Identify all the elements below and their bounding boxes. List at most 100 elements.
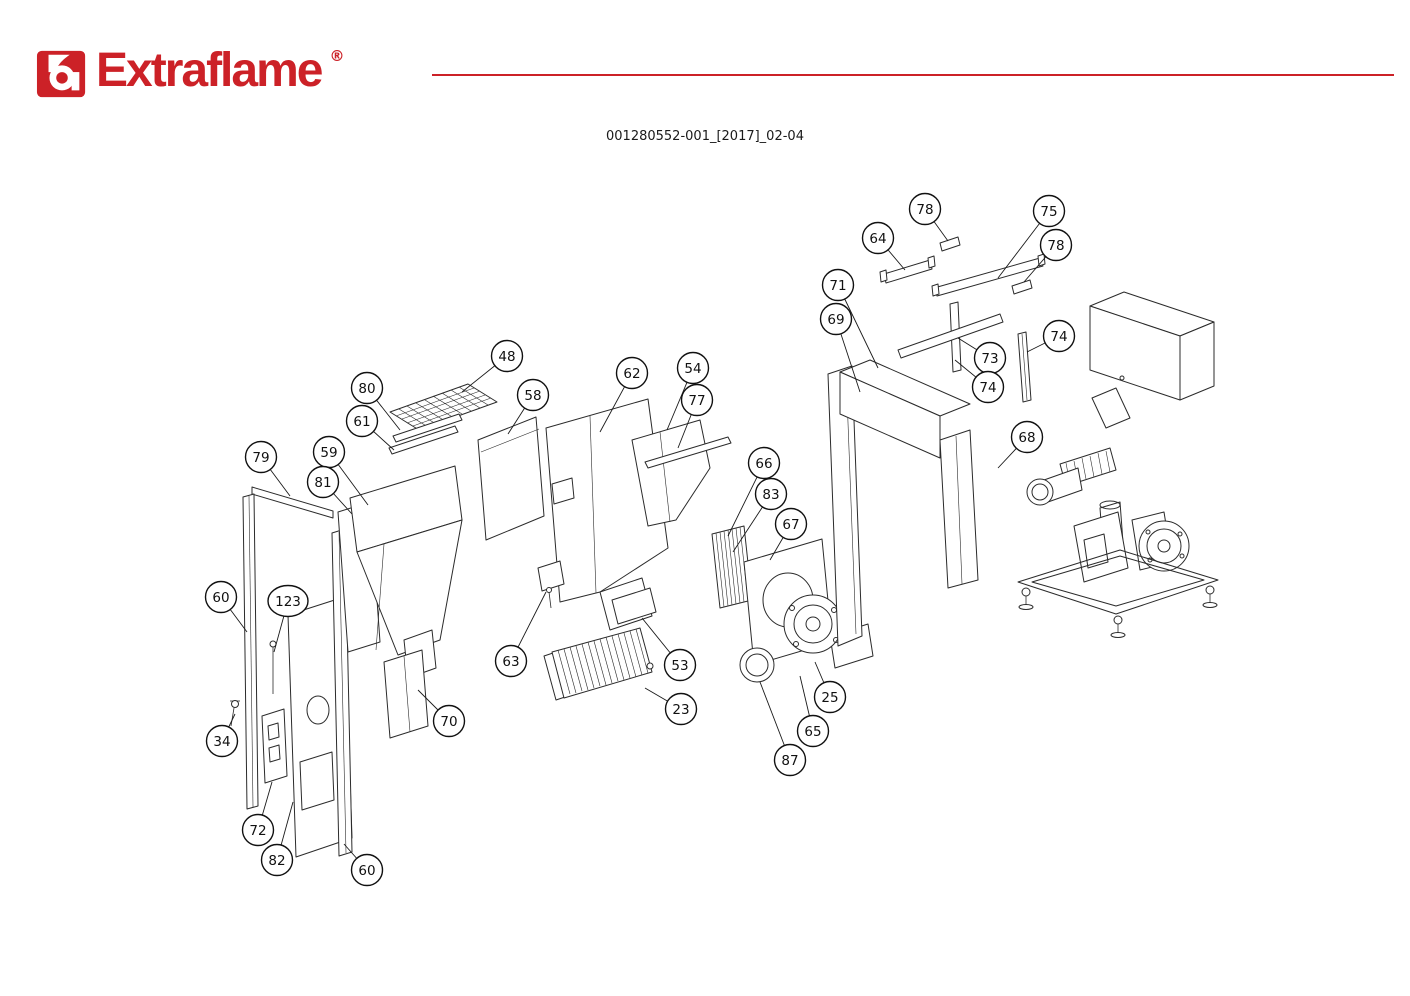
callout-circle-23 (664, 692, 698, 726)
funnel-and-strip-54-77 (631, 419, 732, 527)
callout-circle-79 (244, 440, 278, 474)
callout-number-65: 65 (804, 724, 821, 740)
callout-circle-77 (680, 383, 714, 417)
callout-number-73: 73 (981, 351, 998, 367)
callout-number-54: 54 (684, 361, 701, 377)
callout-number-23: 23 (672, 702, 689, 718)
callout-number-81: 81 (314, 475, 331, 491)
callout-69: 69 (819, 302, 853, 336)
callout-number-87: 87 (781, 753, 798, 769)
callout-73: 73 (973, 341, 1007, 375)
frame-foot (1018, 587, 1034, 610)
heat-exchanger-23 (543, 627, 654, 701)
callout-80: 80 (350, 371, 384, 405)
extraflame-logo: Extraflame ® (36, 44, 345, 100)
logo-registered-mark: ® (329, 47, 345, 65)
callout-circle-54 (676, 351, 710, 385)
callout-number-60: 60 (212, 590, 229, 606)
callout-circle-83 (754, 477, 788, 511)
callout-number-123: 123 (275, 594, 301, 610)
side-panel-58 (477, 416, 545, 541)
header-rule (432, 74, 1394, 76)
callout-number-34: 34 (213, 734, 230, 750)
callout-number-66: 66 (755, 456, 772, 472)
callout-58: 58 (516, 378, 550, 412)
callout-number-74: 74 (1050, 329, 1067, 345)
callout-123: 123 (267, 584, 309, 618)
callout-circle-68 (1010, 420, 1044, 454)
callout-60: 60 (204, 580, 238, 614)
callout-83: 83 (754, 477, 788, 511)
callout-circle-74 (971, 370, 1005, 404)
callout-number-67: 67 (782, 517, 799, 533)
callout-53: 53 (663, 648, 697, 682)
callout-number-63: 63 (502, 654, 519, 670)
callout-circle-48 (490, 339, 524, 373)
callout-circle-71 (821, 268, 855, 302)
upper-rails (388, 413, 463, 455)
callout-circle-75 (1032, 194, 1066, 228)
callout-circle-61 (345, 404, 379, 438)
callout-circle-80 (350, 371, 384, 405)
assembled-unit-68 (1017, 291, 1219, 638)
callout-number-75: 75 (1040, 204, 1057, 220)
frame-foot (1110, 615, 1126, 638)
callout-64: 64 (861, 221, 895, 255)
callout-67: 67 (774, 507, 808, 541)
callout-circle-67 (774, 507, 808, 541)
top-grate (389, 383, 498, 431)
callout-circle-70 (432, 704, 466, 738)
document-title: 001280552-001_[2017]_02-04 (606, 129, 804, 144)
callout-65: 65 (796, 714, 830, 748)
callout-number-82: 82 (268, 853, 285, 869)
hopper-assembly (337, 465, 463, 679)
callout-number-71: 71 (829, 278, 846, 294)
callout-number-79: 79 (252, 450, 269, 466)
callout-23: 23 (664, 692, 698, 726)
extraflame-logo-icon (36, 50, 86, 98)
callout-66: 66 (747, 446, 781, 480)
cross-bars-73-74 (897, 301, 1032, 403)
callout-circle-87 (773, 743, 807, 777)
callout-leader-lines (220, 208, 1060, 871)
callout-number-53: 53 (671, 658, 688, 674)
callout-25: 25 (813, 680, 847, 714)
callout-62: 62 (615, 356, 649, 390)
callout-circle-60 (350, 853, 384, 887)
callout-number-78: 78 (1047, 238, 1064, 254)
logo-text: Extraflame (96, 44, 323, 97)
callout-number-58: 58 (524, 388, 541, 404)
callout-71: 71 (821, 268, 855, 302)
callout-number-25: 25 (821, 690, 838, 706)
callout-78: 78 (1039, 228, 1073, 262)
callout-number-64: 64 (869, 231, 886, 247)
callout-54: 54 (676, 351, 710, 385)
callout-number-70: 70 (440, 714, 457, 730)
callout-70: 70 (432, 704, 466, 738)
callout-circle-62 (615, 356, 649, 390)
callout-number-78: 78 (916, 202, 933, 218)
callout-circle-63 (494, 644, 528, 678)
callout-circle-78 (908, 192, 942, 226)
callout-63: 63 (494, 644, 528, 678)
callout-circle-25 (813, 680, 847, 714)
callout-60: 60 (350, 853, 384, 887)
callout-number-61: 61 (353, 414, 370, 430)
callout-number-62: 62 (623, 366, 640, 382)
callout-number-77: 77 (688, 393, 705, 409)
left-side-strips (230, 486, 334, 810)
callout-82: 82 (260, 843, 294, 877)
callout-number-69: 69 (827, 312, 844, 328)
callout-circle-34 (205, 724, 239, 758)
callout-number-72: 72 (249, 823, 266, 839)
callout-circle-58 (516, 378, 550, 412)
callout-circle-72 (241, 813, 275, 847)
callout-75: 75 (1032, 194, 1066, 228)
callout-circle-82 (260, 843, 294, 877)
callout-circle-78 (1039, 228, 1073, 262)
callout-34: 34 (205, 724, 239, 758)
callout-number-74: 74 (979, 380, 996, 396)
